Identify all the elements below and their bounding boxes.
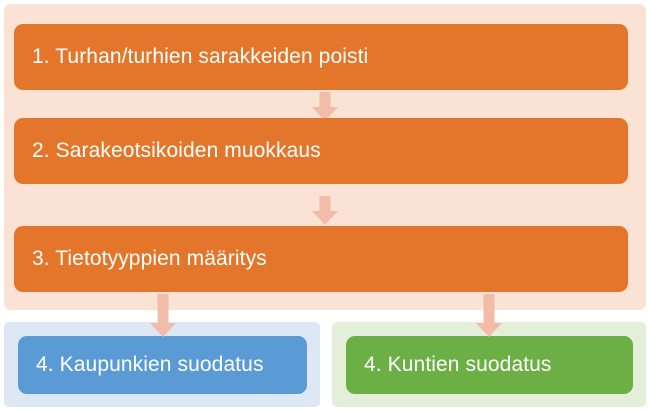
process-box-step-4-cities[interactable]: 4. Kaupunkien suodatus <box>18 336 307 394</box>
arrow-down-icon-step3-municipalities <box>475 294 503 337</box>
process-box-step-3-label: 3. Tietotyyppien määritys <box>32 246 267 270</box>
arrow-down-icon-step3-cities <box>149 294 177 337</box>
process-box-step-4-municipalities[interactable]: 4. Kuntien suodatus <box>346 336 633 394</box>
process-box-step-2[interactable]: 2. Sarakeotsikoiden muokkaus <box>14 118 628 184</box>
process-box-step-4-cities-label: 4. Kaupunkien suodatus <box>36 352 264 376</box>
arrow-down-icon-step1-step2 <box>311 92 339 122</box>
process-group-cities: 4. Kaupunkien suodatus <box>4 322 320 407</box>
process-box-step-1[interactable]: 1. Turhan/turhien sarakkeiden poisti <box>14 24 628 90</box>
process-box-step-3[interactable]: 3. Tietotyyppien määritys <box>14 226 628 292</box>
process-box-step-4-municipalities-label: 4. Kuntien suodatus <box>364 352 552 376</box>
process-box-step-2-label: 2. Sarakeotsikoiden muokkaus <box>32 138 321 162</box>
process-box-step-1-label: 1. Turhan/turhien sarakkeiden poisti <box>32 44 369 68</box>
arrow-down-icon-step2-step3 <box>311 196 339 226</box>
